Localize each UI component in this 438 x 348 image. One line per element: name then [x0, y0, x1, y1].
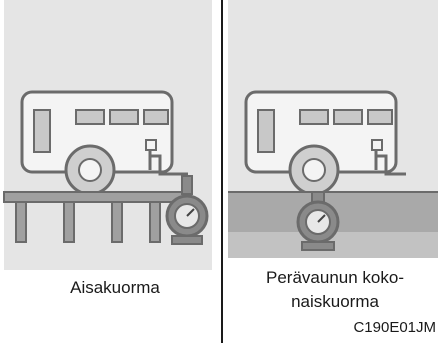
trailer-icon — [20, 90, 188, 176]
right-caption-line2: naiskuorma — [291, 292, 379, 311]
scale-gauge-icon — [296, 191, 340, 251]
left-caption: Aisakuorma — [70, 278, 160, 297]
scale-gauge-icon — [165, 175, 209, 245]
trailer-icon — [244, 90, 406, 176]
right-caption-line1: Perävaunun koko- — [266, 268, 404, 287]
figure-code: C190E01JM — [353, 319, 436, 336]
wheel-icon — [288, 144, 340, 196]
wheel-icon — [64, 144, 116, 196]
right-caption: Perävaunun koko- naiskuorma — [232, 266, 438, 314]
